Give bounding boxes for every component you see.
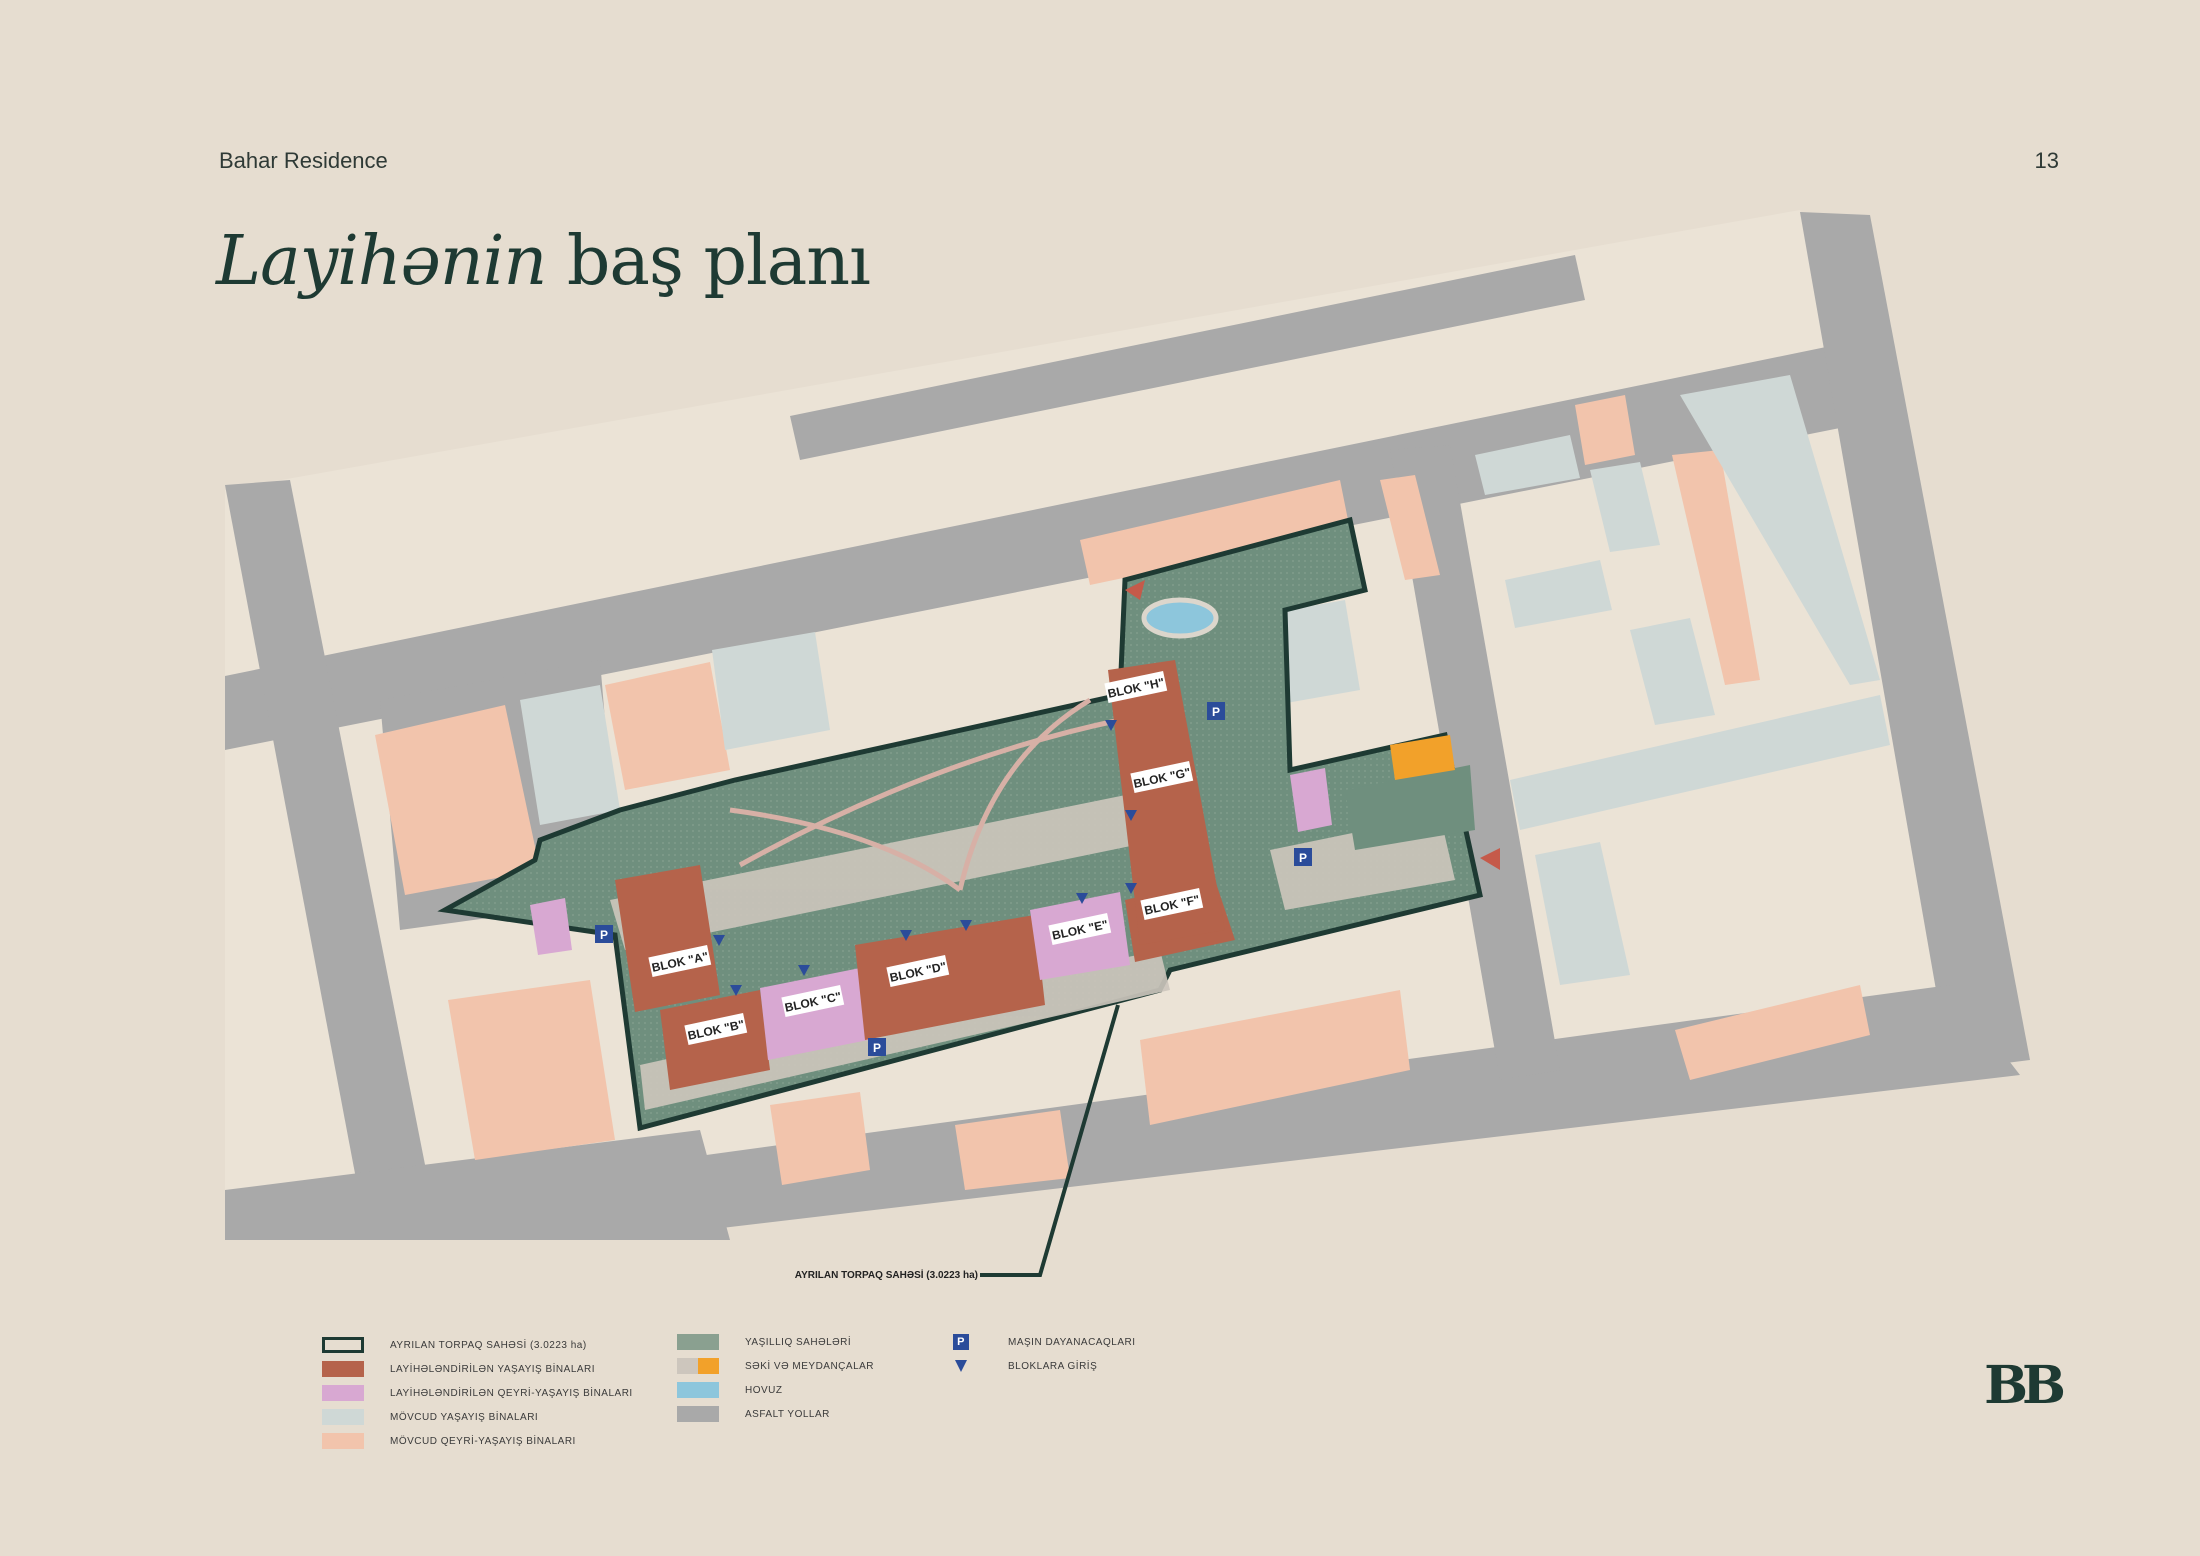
existing-non-residential — [605, 662, 730, 790]
road-north-upper — [790, 255, 1585, 460]
parking-marker: P — [1207, 702, 1225, 720]
existing-non-residential — [1672, 450, 1760, 685]
entrance-arrow-icon — [960, 920, 972, 931]
existing-non-residential — [1140, 990, 1410, 1125]
legend-item: HOVUZ — [677, 1378, 874, 1402]
block-entrances — [713, 720, 1137, 996]
legend-item: MÖVCUD YAŞAYIŞ BİNALARI — [322, 1405, 633, 1429]
page-title: Layihənin baş planı — [216, 222, 871, 301]
existing-buildings — [375, 375, 1890, 1190]
existing-residential — [1475, 435, 1580, 495]
svg-text:P: P — [600, 928, 608, 942]
building-non-residential — [530, 898, 572, 955]
existing-non-residential — [1575, 395, 1635, 465]
existing-residential — [520, 685, 620, 825]
entrance-arrow-icon — [713, 935, 725, 946]
legend-swatch-non-residential — [322, 1385, 364, 1401]
existing-residential — [1505, 560, 1612, 628]
site-entrance-icon — [1125, 580, 1145, 600]
entrance-arrow-icon — [1125, 883, 1137, 894]
existing-non-residential — [955, 1110, 1070, 1190]
svg-text:P: P — [873, 1041, 881, 1055]
legend-swatch-residential — [322, 1361, 364, 1377]
road-east-vertical — [1800, 212, 2030, 1070]
parking-markers: P P P P — [595, 702, 1312, 1056]
legend-swatch-existing-non-residential — [322, 1433, 364, 1449]
building-non-residential — [1290, 768, 1332, 832]
entrance-arrow-icon — [1076, 893, 1088, 904]
legend-item: LAYİHƏLƏNDİRİLƏN QEYRİ-YAŞAYIŞ BİNALARI — [322, 1381, 633, 1405]
garden-path — [738, 717, 1121, 868]
legend-col-2: YAŞILLIQ SAHƏLƏRİ SƏKİ VƏ MEYDANÇALAR HO… — [677, 1330, 874, 1426]
paved-courtyard-south — [610, 790, 1160, 950]
legend-item: MÖVCUD QEYRİ-YAŞAYIŞ BİNALARI — [322, 1429, 633, 1453]
entrance-arrow-icon — [955, 1360, 967, 1372]
parking-icon: P — [953, 1334, 969, 1350]
building-residential — [855, 915, 1045, 1040]
header-brand: Bahar Residence — [219, 148, 388, 173]
existing-residential — [1680, 375, 1880, 685]
legend-item: ASFALT YOLLAR — [677, 1402, 874, 1426]
existing-non-residential — [375, 705, 540, 895]
title-italic: Layihənin — [216, 222, 547, 301]
building-residential — [615, 865, 720, 1012]
page-number: 13 — [2034, 148, 2059, 173]
legend-swatch-pool — [677, 1382, 719, 1398]
plaza-orange — [1390, 735, 1455, 780]
existing-non-residential — [1675, 985, 1870, 1080]
site-area-callout: AYRILAN TORPAQ SAHƏSİ (3.0223 ha) — [795, 1268, 978, 1281]
entrance-arrow-icon — [730, 985, 742, 996]
legend-item: SƏKİ VƏ MEYDANÇALAR — [677, 1354, 874, 1378]
existing-green-roof — [1345, 765, 1475, 850]
existing-non-residential — [1380, 475, 1440, 580]
pool — [1141, 597, 1219, 639]
road-north-main — [225, 340, 1880, 750]
existing-residential — [1590, 462, 1660, 552]
road-west — [225, 480, 430, 1200]
svg-text:P: P — [1212, 705, 1220, 719]
entrance-arrow-icon — [1125, 810, 1137, 821]
road-center-east — [1390, 445, 1560, 1080]
title-regular: baş planı — [566, 222, 871, 301]
garden-path — [729, 807, 962, 893]
legend-swatch-existing-residential — [322, 1409, 364, 1425]
parking-marker: P — [595, 925, 613, 943]
road-south-left — [225, 1130, 730, 1240]
legend-swatch-road — [677, 1406, 719, 1422]
legend-swatch-green — [677, 1334, 719, 1350]
parking-marker: P — [868, 1038, 886, 1056]
legend-col-1: AYRILAN TORPAQ SAHƏSİ (3.0223 ha) LAYİHƏ… — [322, 1333, 633, 1453]
road-south — [560, 985, 2020, 1240]
building-residential — [1108, 660, 1225, 945]
existing-residential — [1510, 695, 1890, 830]
parking-marker: P — [1294, 848, 1312, 866]
site-area-leader-line — [980, 1004, 1120, 1277]
existing-non-residential — [770, 1092, 870, 1185]
legend-swatch-site — [322, 1337, 364, 1353]
brand-logo-icon: BB — [1984, 1355, 2066, 1416]
legend-item: BLOKLARA GİRİŞ — [940, 1354, 1136, 1378]
entrance-arrow-icon — [900, 930, 912, 941]
site-entrance-icon — [1480, 848, 1500, 870]
existing-residential — [712, 632, 830, 750]
legend-item: LAYİHƏLƏNDİRİLƏN YAŞAYIŞ BİNALARI — [322, 1357, 633, 1381]
existing-residential — [1630, 618, 1715, 725]
existing-non-residential — [448, 980, 615, 1160]
existing-residential — [1535, 842, 1630, 985]
legend-swatch-paving — [677, 1358, 719, 1374]
existing-non-residential — [1080, 480, 1350, 585]
legend-item: AYRILAN TORPAQ SAHƏSİ (3.0223 ha) — [322, 1333, 633, 1357]
entrance-arrow-icon — [1105, 720, 1117, 731]
entrance-arrow-icon — [798, 965, 810, 976]
svg-text:P: P — [1299, 851, 1307, 865]
garden-path — [957, 697, 1092, 891]
legend-item: YAŞILLIQ SAHƏLƏRİ — [677, 1330, 874, 1354]
